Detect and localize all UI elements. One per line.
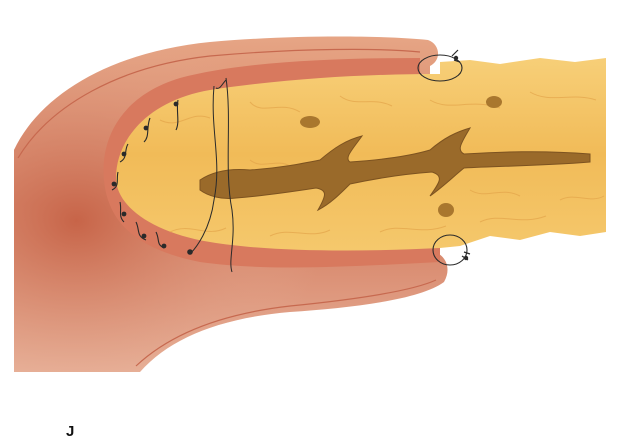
- panel-label: J: [66, 424, 74, 439]
- vessel-spot-1: [300, 116, 320, 128]
- vessel-spot-2: [486, 96, 502, 108]
- vessel-spot-3: [438, 203, 454, 217]
